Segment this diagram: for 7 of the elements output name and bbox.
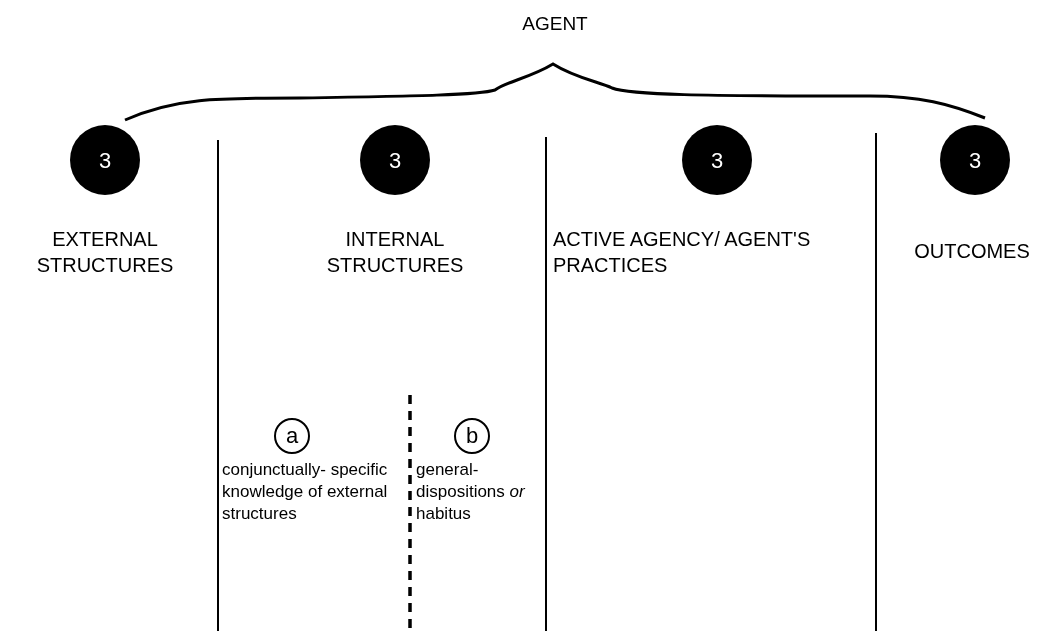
description-text: conjunctually- specific knowledge of external structures [222,459,389,526]
column-heading: INTERNAL STRUCTURES [325,227,465,278]
column-heading: EXTERNAL STRUCTURES [35,227,175,278]
description-text: general- dispositions or habitus [416,459,526,526]
column-heading: ACTIVE AGENCY/ AGENT'S PRACTICES [553,227,812,278]
column-heading: OUTCOMES [913,239,1031,264]
heading: AGENT [521,12,589,36]
